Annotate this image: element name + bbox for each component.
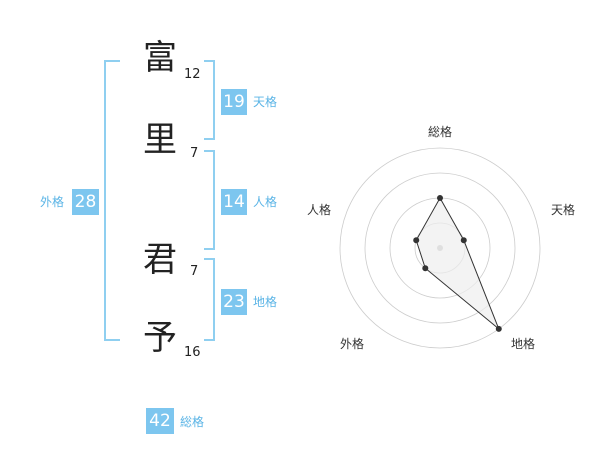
- radar-point-5: [413, 237, 420, 244]
- name-char-1: 富: [143, 38, 177, 78]
- axis-label-soukaku: 総格: [428, 125, 453, 139]
- stroke-count-4: 16: [184, 345, 201, 360]
- gaikaku-bracket: [104, 60, 120, 341]
- axis-label-tenkaku: 天格: [551, 203, 576, 217]
- stroke-count-3: 7: [190, 264, 199, 279]
- radar-ring: [364, 172, 516, 324]
- radar-point-4: [422, 265, 429, 272]
- chikaku-bracket: [204, 258, 215, 341]
- axis-label-chikaku: 地格: [511, 337, 536, 351]
- radar-shape: [415, 196, 500, 330]
- tenkaku-badge: 19: [221, 89, 247, 115]
- jinkaku-label: 人格: [253, 195, 278, 209]
- radar-point-1: [437, 195, 443, 201]
- stroke-count-1: 12: [184, 67, 201, 82]
- name-char-4: 予: [143, 318, 177, 358]
- gaikaku-badge: 28: [72, 189, 99, 215]
- axis-label-jinkaku: 人格: [307, 203, 332, 217]
- radar-chart: [339, 147, 541, 349]
- radar-ring: [339, 147, 541, 349]
- axis-label-gaikaku: 外格: [340, 337, 365, 351]
- gaikaku-label: 外格: [40, 195, 65, 209]
- tenkaku-bracket: [204, 60, 215, 140]
- soukaku-label: 総格: [180, 415, 205, 429]
- chikaku-badge: 23: [221, 289, 247, 315]
- radar-point-3: [495, 325, 502, 332]
- jinkaku-badge: 14: [221, 189, 247, 215]
- name-char-2: 里: [143, 120, 177, 160]
- stroke-count-2: 7: [190, 146, 199, 161]
- radar-point-2: [460, 237, 467, 244]
- tenkaku-label: 天格: [253, 95, 278, 109]
- jinkaku-bracket: [204, 150, 215, 250]
- name-char-3: 君: [143, 240, 177, 280]
- radar-points: [413, 195, 502, 332]
- chikaku-label: 地格: [253, 295, 278, 309]
- soukaku-badge: 42: [146, 408, 174, 434]
